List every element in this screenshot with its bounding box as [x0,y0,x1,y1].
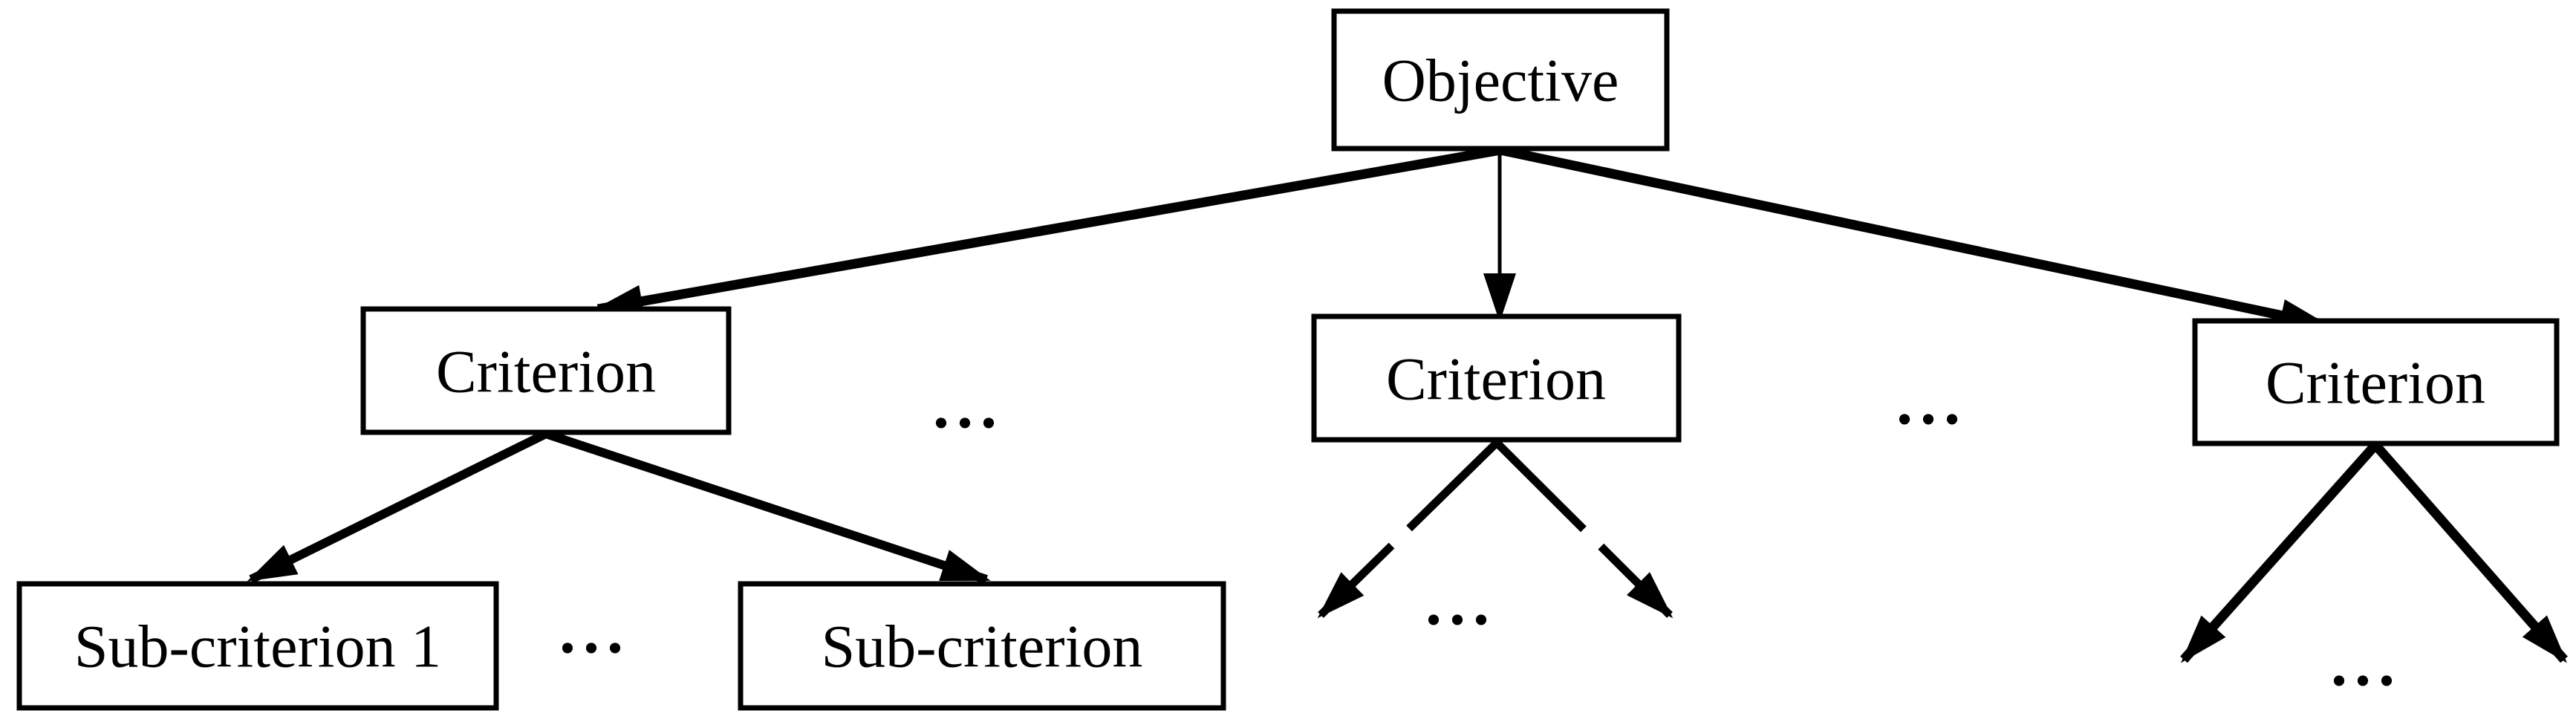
node-criterion-right: Criterion [2192,318,2560,446]
edge-criterion-middle-dashed-left [1317,440,1500,619]
criterion-right-box [2192,318,2560,446]
criterion-right-label: Criterion [2266,349,2485,417]
edge-criterion-right-child-right [2372,441,2568,663]
node-sub-criterion-n: Sub-criterion [738,581,1226,711]
objective-box [1331,8,1670,152]
edge-criterion-left-to-sub-criterion-n [544,429,991,584]
ellipsis-below-right-criterion: ... [2328,605,2399,704]
edge-criterion-right-child-left [2180,441,2379,663]
criterion-middle-label: Criterion [1386,345,1606,413]
sub-criterion-1-label: Sub-criterion 1 [74,613,441,680]
edge-criterion-middle-dashed-right [1494,440,1674,619]
node-objective: Objective [1331,8,1670,152]
edge-objective-to-criterion-right [1499,145,2329,332]
objective-label: Objective [1382,47,1619,114]
edge-objective-to-criterion-left [593,145,1502,318]
ellipsis-between-sub-criteria: ... [556,573,628,671]
criterion-left-label: Criterion [436,338,656,406]
criterion-middle-box [1311,313,1682,443]
ellipsis-between-middle-and-right-criterion: ... [1893,344,1965,443]
node-criterion-middle: Criterion [1311,313,1682,443]
sub-criterion-n-label: Sub-criterion [822,613,1143,680]
ellipsis-between-left-and-middle-criterion: ... [930,348,1001,446]
edge-criterion-left-to-sub-criterion-1 [247,429,548,584]
node-criterion-left: Criterion [360,306,732,435]
criterion-left-box [360,306,732,435]
sub-criterion-1-box [16,581,499,711]
node-sub-criterion-1: Sub-criterion 1 [16,581,499,711]
ellipsis-below-middle-criterion: ... [1422,544,1494,643]
sub-criterion-n-box [738,581,1226,711]
